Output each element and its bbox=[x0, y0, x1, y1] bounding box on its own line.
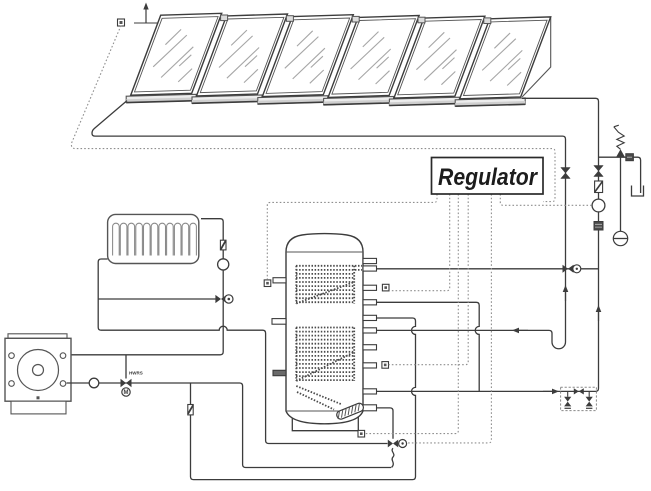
svg-text:HWRS: HWRS bbox=[129, 371, 143, 376]
svg-text:Regulator: Regulator bbox=[438, 164, 538, 191]
svg-text:M: M bbox=[124, 390, 129, 396]
